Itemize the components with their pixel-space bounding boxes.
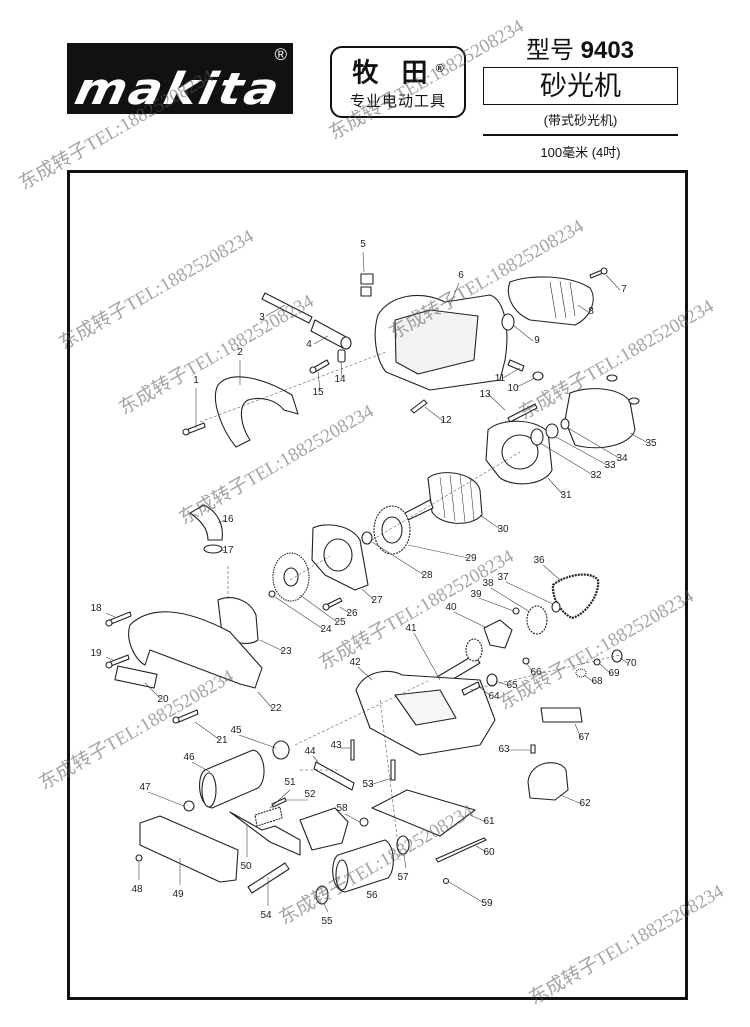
part-number-label: 63 [498, 744, 510, 755]
part-number-label: 33 [604, 460, 616, 471]
part-number-label: 13 [479, 389, 491, 400]
part-number-label: 69 [608, 668, 620, 679]
product-name: 砂光机 [483, 67, 678, 105]
part-number-label: 18 [90, 603, 102, 614]
product-size: 100毫米 (4吋) [540, 145, 621, 160]
part-number-label: 65 [506, 680, 518, 691]
part-number-label: 10 [507, 383, 519, 394]
part-number-label: 60 [483, 847, 495, 858]
part-number-label: 68 [591, 676, 603, 687]
brand-tagline: 专业电动工具 [349, 92, 446, 110]
part-number-label: 19 [90, 648, 102, 659]
part-number-label: 70 [625, 658, 637, 669]
part-number-label: 35 [645, 438, 657, 449]
part-number-labels: 1234567891011121314151617181920212223242… [90, 239, 657, 927]
model-label: 型号 [525, 37, 574, 64]
part-number-label: 41 [405, 623, 417, 634]
part-number-label: 31 [560, 490, 572, 501]
part-number-label: 22 [270, 703, 282, 714]
part-number-label: 52 [304, 789, 316, 800]
product-subtitle: (带式砂光机) [543, 113, 618, 128]
makita-logo: ® makita [67, 43, 293, 115]
part-number-label: 53 [362, 779, 374, 790]
part-number-label: 56 [366, 890, 378, 901]
part-number-label: 26 [346, 608, 358, 619]
part-number-label: 47 [139, 782, 151, 793]
part-number-label: 6 [458, 270, 464, 281]
part-number-label: 62 [579, 798, 591, 809]
part-number-label: 23 [280, 646, 292, 657]
part-number-label: 17 [222, 545, 234, 556]
part-number-label: 29 [465, 553, 477, 564]
part-number-label: 40 [445, 602, 457, 613]
part-number-label: 4 [306, 339, 312, 350]
part-number-label: 39 [470, 589, 482, 600]
part-number-label: 64 [488, 691, 500, 702]
part-number-label: 24 [320, 624, 332, 635]
part-number-label: 37 [497, 572, 509, 583]
part-number-label: 61 [483, 816, 495, 827]
part-number-label: 14 [334, 374, 346, 385]
part-number-label: 30 [497, 524, 509, 535]
part-number-label: 32 [590, 470, 602, 481]
chinese-brand-badge: 牧 田® 专业电动工具 [330, 46, 466, 118]
part-number-label: 3 [259, 312, 265, 323]
part-number-label: 36 [533, 555, 545, 566]
logo-band [67, 85, 293, 89]
part-number-label: 8 [588, 306, 594, 317]
registered-mark: ® [274, 45, 287, 64]
part-number-label: 20 [157, 694, 169, 705]
part-number-label: 55 [321, 916, 333, 927]
part-number-label: 15 [312, 387, 324, 398]
part-number-label: 51 [284, 777, 296, 788]
part-number-label: 7 [621, 284, 627, 295]
part-number-label: 25 [334, 617, 346, 628]
part-number-label: 42 [349, 657, 361, 668]
part-number-label: 12 [440, 415, 452, 426]
part-number-label: 27 [371, 595, 383, 606]
model-heading: 型号 9403 [485, 30, 675, 65]
part-number-label: 34 [616, 453, 628, 464]
part-number-label: 67 [578, 732, 590, 743]
part-number-label: 58 [336, 803, 348, 814]
diagram-frame [67, 170, 688, 1000]
part-number-label: 9 [534, 335, 540, 346]
part-number-label: 49 [172, 889, 184, 900]
part-number-label: 38 [482, 578, 494, 589]
part-number-label: 54 [260, 910, 272, 921]
brand-name-cn: 牧 田® [352, 57, 444, 88]
part-number-label: 66 [530, 667, 542, 678]
part-number-label: 44 [304, 746, 316, 757]
part-number-label: 21 [216, 735, 228, 746]
model-number: 9403 [580, 37, 635, 64]
part-number-label: 2 [237, 347, 243, 358]
part-number-label: 50 [240, 861, 252, 872]
part-number-label: 48 [131, 884, 143, 895]
part-number-label: 5 [360, 239, 366, 250]
part-number-label: 57 [397, 872, 409, 883]
part-number-label: 45 [230, 725, 242, 736]
divider [483, 134, 678, 136]
part-number-label: 11 [495, 373, 506, 384]
part-number-label: 16 [222, 514, 234, 525]
part-number-label: 46 [183, 752, 195, 763]
part-number-label: 28 [421, 570, 433, 581]
part-number-label: 1 [193, 375, 199, 386]
part-number-label: 43 [330, 740, 342, 751]
part-number-label: 59 [481, 898, 493, 909]
